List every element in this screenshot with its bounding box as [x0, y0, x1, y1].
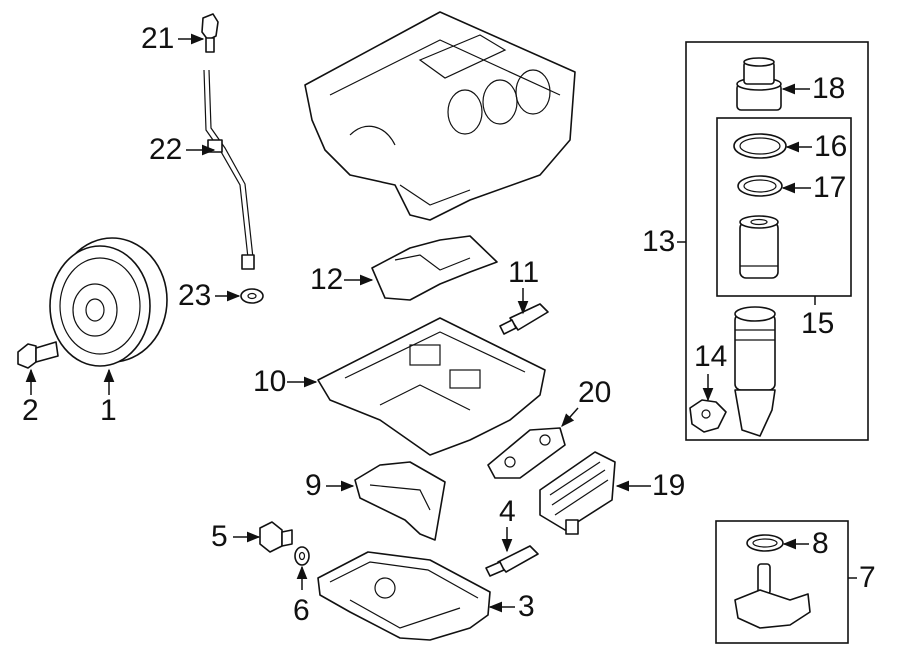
pulley-bolt [17, 341, 59, 369]
callout-4: 4 [499, 495, 516, 528]
assembly-box-13 [685, 41, 869, 441]
oil-cooler [539, 451, 616, 535]
callout-9: 9 [305, 469, 322, 502]
assembly-box-7 [715, 520, 849, 644]
crankshaft-pulley [49, 237, 168, 367]
drain-plug [259, 521, 293, 553]
callout-5: 5 [211, 520, 228, 553]
oil-filter-element [739, 215, 779, 279]
assembly-box-15 [716, 117, 852, 297]
gasket [487, 427, 566, 479]
callout-14: 14 [694, 340, 728, 373]
seal-ring [240, 288, 264, 304]
callout-3: 3 [518, 590, 535, 623]
callout-1: 1 [100, 394, 117, 427]
oil-filter-cap [736, 57, 782, 111]
dipstick-tube [203, 69, 255, 270]
engine-block [304, 11, 576, 221]
housing-gasket [689, 399, 727, 433]
oil-baffle-lower [354, 461, 446, 541]
callout-2: 2 [22, 394, 39, 427]
oil-baffle-upper [371, 235, 498, 301]
sealant-tube-upper [499, 303, 549, 335]
callout-6: 6 [293, 594, 310, 627]
oil-level-sensor [734, 563, 811, 629]
callout-23: 23 [178, 279, 212, 312]
callout-11: 11 [508, 256, 540, 289]
oil-filter-housing [734, 306, 776, 437]
drain-washer [294, 546, 310, 566]
callout-17: 17 [813, 171, 847, 204]
callout-21: 21 [141, 22, 175, 55]
callout-19: 19 [652, 469, 686, 502]
o-ring-17 [737, 175, 783, 197]
callout-22: 22 [149, 133, 183, 166]
callout-8: 8 [812, 527, 829, 560]
leader-lines [25, 33, 857, 613]
oil-pan [317, 551, 491, 641]
callout-10: 10 [253, 365, 287, 398]
callout-7: 7 [859, 561, 876, 594]
callout-15: 15 [801, 307, 835, 340]
o-ring-16 [733, 133, 787, 159]
sealant-tube-lower [485, 545, 539, 577]
sensor-seal [746, 534, 784, 552]
callout-12: 12 [310, 263, 344, 296]
ladder-frame [317, 317, 546, 456]
callout-18: 18 [812, 72, 846, 105]
callout-16: 16 [814, 130, 848, 163]
callout-13: 13 [642, 225, 676, 258]
dipstick-handle [201, 13, 219, 53]
callout-20: 20 [578, 376, 612, 409]
